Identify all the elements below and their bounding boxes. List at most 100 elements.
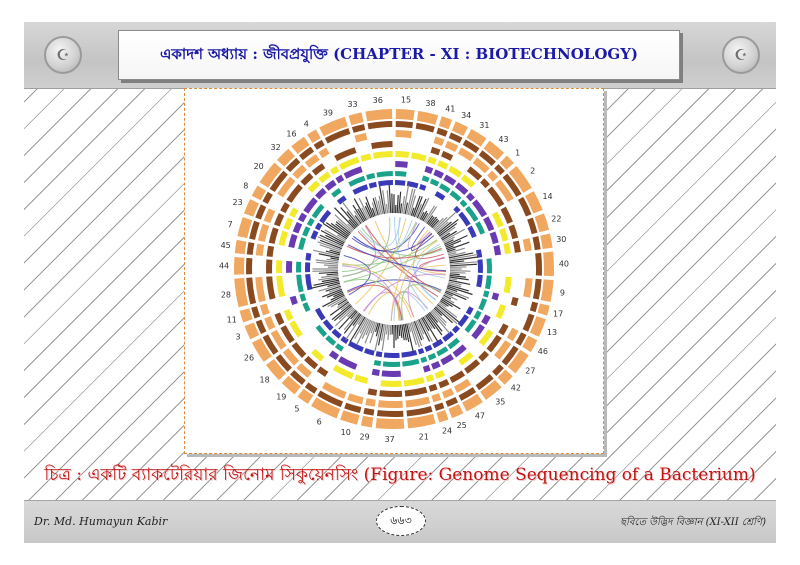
genome-link	[361, 227, 443, 257]
histogram-bar	[443, 239, 454, 245]
histogram-bar	[437, 218, 459, 236]
genome-ring-segment	[515, 332, 527, 346]
histogram-bar	[352, 313, 362, 326]
genome-ring-segment	[462, 393, 483, 412]
genome-ring-segment	[259, 303, 270, 316]
genome-ring-segment	[311, 397, 341, 419]
genome-segment-label: 17	[553, 309, 563, 318]
genome-ring-segment	[432, 338, 444, 349]
genome-ring-segment	[438, 183, 451, 194]
genome-ring-segment	[465, 192, 475, 202]
genome-ring-segment	[405, 396, 431, 408]
genome-ring-segment	[382, 361, 401, 367]
genome-ring-segment	[438, 378, 450, 389]
histogram-bar	[431, 219, 440, 229]
genome-ring-segment	[465, 306, 474, 316]
histogram-bar	[435, 305, 458, 325]
genome-ring-segment	[480, 178, 490, 189]
seal-emblem-icon: ☪	[44, 36, 82, 74]
genome-ring-segment	[304, 154, 320, 168]
genome-ring-segment	[433, 136, 445, 147]
histogram-bar	[377, 200, 382, 215]
histogram-bar	[426, 313, 443, 336]
histogram-bar	[320, 274, 339, 278]
genome-ring-segment	[334, 147, 357, 162]
genome-ring-segment	[329, 166, 340, 175]
genome-ring-segment	[335, 174, 345, 184]
genome-ring-segment	[395, 130, 412, 139]
genome-ring-segment	[494, 179, 514, 202]
histogram-bar	[354, 215, 362, 225]
genome-ring-segment	[458, 387, 477, 401]
histogram-bar	[432, 308, 447, 324]
genome-ring-segment	[407, 413, 436, 429]
histogram-bar	[449, 273, 460, 276]
genome-ring-segment	[273, 213, 285, 227]
genome-ring-segment	[315, 324, 328, 338]
genome-ring-segment	[478, 350, 490, 362]
genome-segment-label: 31	[479, 121, 489, 130]
histogram-bar	[319, 234, 344, 247]
histogram-bar	[436, 221, 452, 235]
genome-segment-label: 4	[304, 119, 309, 128]
genome-ring-segment	[266, 245, 275, 257]
genome-ring-segment	[364, 348, 375, 356]
genome-ring-segment	[314, 222, 323, 231]
genome-link	[347, 244, 446, 272]
genome-link	[347, 284, 403, 321]
genome-segment-label: 28	[221, 291, 231, 300]
genome-segment-label: 8	[243, 182, 248, 191]
genome-ring-segment	[234, 256, 245, 275]
genome-ring-segment	[360, 415, 374, 428]
histogram-bar	[317, 236, 343, 248]
histogram-bar	[427, 312, 443, 332]
histogram-bar	[334, 307, 355, 327]
genome-ring-segment	[338, 156, 360, 170]
genome-ring-segment	[436, 127, 448, 137]
genome-segment-label: 16	[286, 129, 296, 138]
genome-ring-segment	[478, 150, 496, 166]
genome-ring-segment	[365, 398, 376, 407]
genome-ring-segment	[378, 400, 403, 408]
genome-ring-segment	[508, 165, 532, 193]
histogram-bar	[401, 196, 406, 214]
histogram-bar	[402, 324, 407, 341]
histogram-bar	[359, 318, 369, 334]
genome-ring-segment	[289, 295, 298, 306]
genome-ring-segment	[307, 180, 321, 193]
histogram-bar	[369, 322, 378, 344]
genome-ring-segment	[277, 148, 295, 167]
genome-ring-segment	[425, 374, 435, 383]
genome-ring-segment	[395, 109, 415, 121]
genome-ring-segment	[243, 199, 260, 217]
genome-ring-segment	[324, 179, 337, 191]
figure-caption: চিত্র : একটি ব্যাকটেরিয়ার জিনোম সিকুয়ে…	[44, 465, 756, 485]
histogram-bar	[357, 315, 365, 325]
genome-ring-segment	[431, 360, 441, 370]
genome-ring-segment	[237, 216, 253, 239]
genome-ring-segment	[304, 355, 319, 370]
histogram-bar	[349, 316, 366, 343]
histogram-bar	[317, 276, 339, 281]
genome-ring-segment	[453, 205, 461, 214]
genome-ring-segment	[540, 233, 553, 250]
genome-ring-segment	[454, 182, 469, 196]
histogram-bar	[381, 324, 387, 351]
histogram-bar	[426, 215, 434, 225]
genome-segment-label: 30	[556, 235, 566, 244]
histogram-bar	[449, 276, 469, 281]
genome-ring-segment	[303, 197, 318, 214]
genome-ring-segment	[483, 216, 495, 232]
genome-segment-label: 9	[560, 288, 565, 297]
genome-ring-segment	[313, 139, 325, 150]
genome-ring-segment	[289, 320, 303, 338]
genome-ring-segment	[532, 236, 541, 251]
histogram-bar	[361, 319, 372, 339]
genome-ring-segment	[246, 242, 255, 255]
genome-ring-segment	[404, 386, 428, 397]
histogram-bar	[413, 196, 423, 218]
histogram-bar	[330, 222, 350, 237]
genome-segment-label: 10	[341, 428, 351, 437]
genome-ring-segment	[449, 190, 462, 202]
